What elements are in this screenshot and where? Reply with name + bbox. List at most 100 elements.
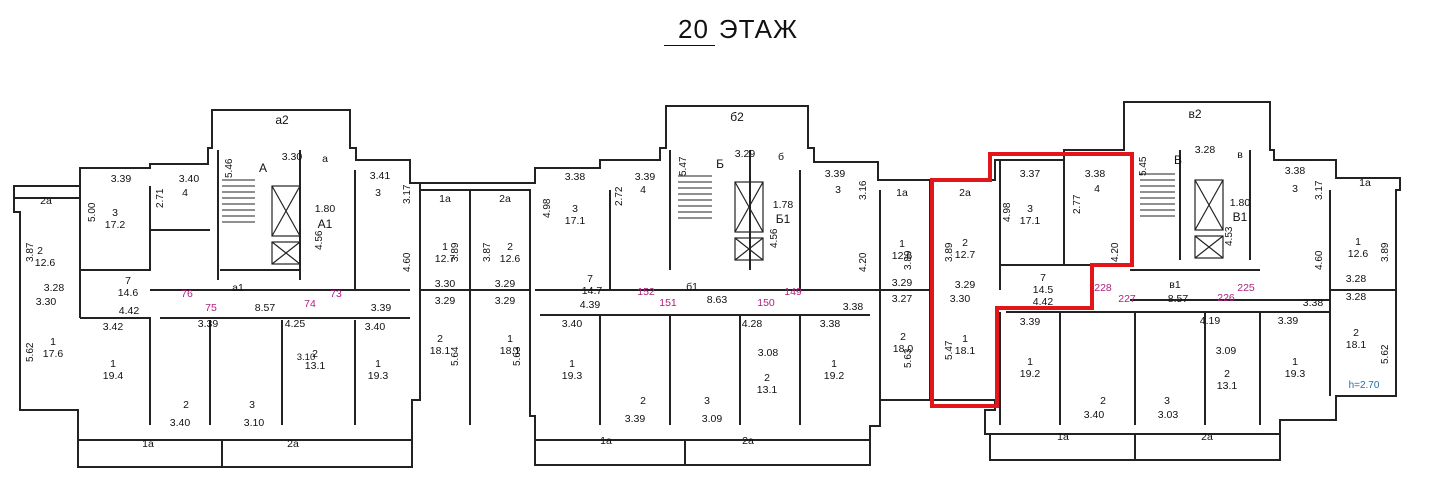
highlighted-apartment	[930, 152, 1134, 408]
corridor-label-c: в1	[1169, 279, 1181, 291]
area-18-1-c2: 18.1	[1346, 339, 1367, 351]
dim-5-62: 5.47	[944, 340, 955, 360]
room-3-c3: 3	[1164, 395, 1170, 407]
dim-3-16: 3.16	[858, 180, 869, 200]
area-14-7: 14.7	[582, 285, 603, 297]
dim-3-38-b: 3.38	[565, 171, 586, 183]
dim-5-64-a: 5.62	[25, 342, 36, 362]
room-2-c3: 2	[1224, 368, 1230, 380]
lift-dim-a: 1.80	[315, 203, 336, 215]
area-17-2: 17.2	[105, 219, 126, 231]
dim-4-98-c: 4.98	[1002, 202, 1013, 222]
room-7-c: 7	[1040, 272, 1046, 284]
dim-3-89-a2: 3.89	[450, 242, 461, 262]
dim-3-39-a2: 3.39	[371, 302, 392, 314]
stair-letter-c: В	[1174, 153, 1182, 167]
shaft-label-b: б2	[730, 110, 744, 124]
dim-3-39-b: 3.39	[635, 171, 656, 183]
dim-3-37: 3.37	[1020, 168, 1041, 180]
apt-number-76: 76	[181, 288, 193, 300]
dim-3-29-a2: 3.29	[435, 295, 456, 307]
apt-number-75: 75	[205, 302, 217, 314]
dim-4-60: 4.25	[285, 318, 306, 330]
dim-5-45: 5.45	[1138, 156, 1149, 176]
dim-4-41: 3.30	[282, 151, 303, 163]
dim-3-40-c: 3.40	[1084, 409, 1105, 421]
dim-3-27: 3.27	[892, 293, 913, 305]
room-2-b2: 2	[764, 372, 770, 384]
room-3-a2: 3	[375, 187, 381, 199]
ceiling-height-note: h=2.70	[1349, 380, 1380, 391]
balcony-2a-b: 2a	[499, 193, 511, 205]
stair-flights	[222, 173, 1175, 223]
lift-label-a: A1	[318, 217, 333, 231]
area-18-1-a: 18.1	[430, 345, 451, 357]
balcony-1a-a: 1a	[142, 438, 154, 450]
stair-letter-a: A	[259, 161, 267, 175]
balcony-1a-b2: 1a	[896, 187, 908, 199]
dim-3-17-c: 3.17	[1314, 180, 1325, 200]
dim-3-28-c2: 3.28	[1346, 291, 1367, 303]
room-3-c: 3	[1027, 203, 1033, 215]
room-1-a5: 1	[507, 333, 513, 345]
room-7-a: 7	[125, 275, 131, 287]
balcony-2a-a2: 2a	[287, 438, 299, 450]
area-19-4: 19.4	[103, 370, 124, 382]
lift-dim-c: 1.80	[1230, 197, 1251, 209]
room-1-a2: 1	[110, 358, 116, 370]
balcony-1a-c2: 1a	[1359, 177, 1371, 189]
dim-3-89-c2: 3.89	[1380, 242, 1391, 262]
balcony-2a-a: 2a	[40, 195, 52, 207]
room-7-b: 7	[587, 273, 593, 285]
area-12-6-b: 12.6	[892, 250, 913, 262]
room-3-c2: 3	[1292, 183, 1298, 195]
room-2-a4: 2	[507, 241, 513, 253]
dim-3-38-c: 3.38	[1085, 168, 1106, 180]
apt-number-149: 149	[784, 286, 802, 298]
dim-4-56: 4.56	[314, 230, 325, 250]
dim-2-72: 2.72	[614, 186, 625, 206]
area-17-1-c: 17.1	[1020, 215, 1041, 227]
dim-5-63-a: 5.63	[512, 346, 523, 366]
floor-word: ЭТАЖ	[718, 14, 798, 44]
dim-3-29-a3: 3.29	[495, 295, 516, 307]
dim-3-09-b: 3.09	[702, 413, 723, 425]
dim-3-10-a: 3.10	[297, 352, 316, 363]
dim-4-56-b: 4.56	[769, 228, 780, 248]
room-1-b2: 1	[831, 358, 837, 370]
dim-3-39-a: 3.39	[111, 173, 132, 185]
dim-3-39-b2: 3.39	[825, 168, 846, 180]
elevator-shafts	[271, 179, 1224, 265]
apt-number-228: 228	[1094, 282, 1112, 294]
apt-number-150: 150	[757, 297, 775, 309]
room-2-b3: 2	[900, 331, 906, 343]
dim-4-28-a: 4.60	[402, 252, 413, 272]
room-3-b2: 3	[835, 184, 841, 196]
dim-3-40-a: 3.40	[179, 173, 200, 185]
dim-8-57-a: 8.57	[255, 302, 276, 314]
room-2-a5: 2	[437, 333, 443, 345]
room-1-c2: 1	[1027, 356, 1033, 368]
area-12-6-a2: 12.6	[500, 253, 521, 265]
dim-3-29-b: 3.29	[892, 277, 913, 289]
dim-4-81-c: 4.42	[1033, 296, 1054, 308]
stair-letter-b: Б	[716, 157, 724, 171]
dim-3-89-a: 3.87	[25, 242, 36, 262]
dim-4-42: 3.29	[735, 148, 756, 160]
dim-3-89-c: 3.89	[944, 242, 955, 262]
dim-3-39-a3: 3.39	[198, 318, 219, 330]
room-2-a: 2	[37, 245, 43, 257]
dim-3-38-b2: 3.38	[843, 301, 864, 313]
room-2-c: 2	[962, 237, 968, 249]
dim-3-10-a2: 3.10	[244, 417, 265, 429]
dim-3-29-a: 3.29	[495, 278, 516, 290]
dim-3-40-b: 3.40	[562, 318, 583, 330]
dim-3-09-c: 3.09	[1216, 345, 1237, 357]
dim-3-39-c: 3.39	[1020, 316, 1041, 328]
room-4-a: 4	[182, 187, 188, 199]
room-3-a3: 3	[249, 399, 255, 411]
room-2-a2: 2	[183, 399, 189, 411]
balcony-2a-b2: 2a	[742, 435, 754, 447]
dim-3-29-c: 3.29	[955, 279, 976, 291]
dim-3-28-a: 3.28	[44, 282, 65, 294]
